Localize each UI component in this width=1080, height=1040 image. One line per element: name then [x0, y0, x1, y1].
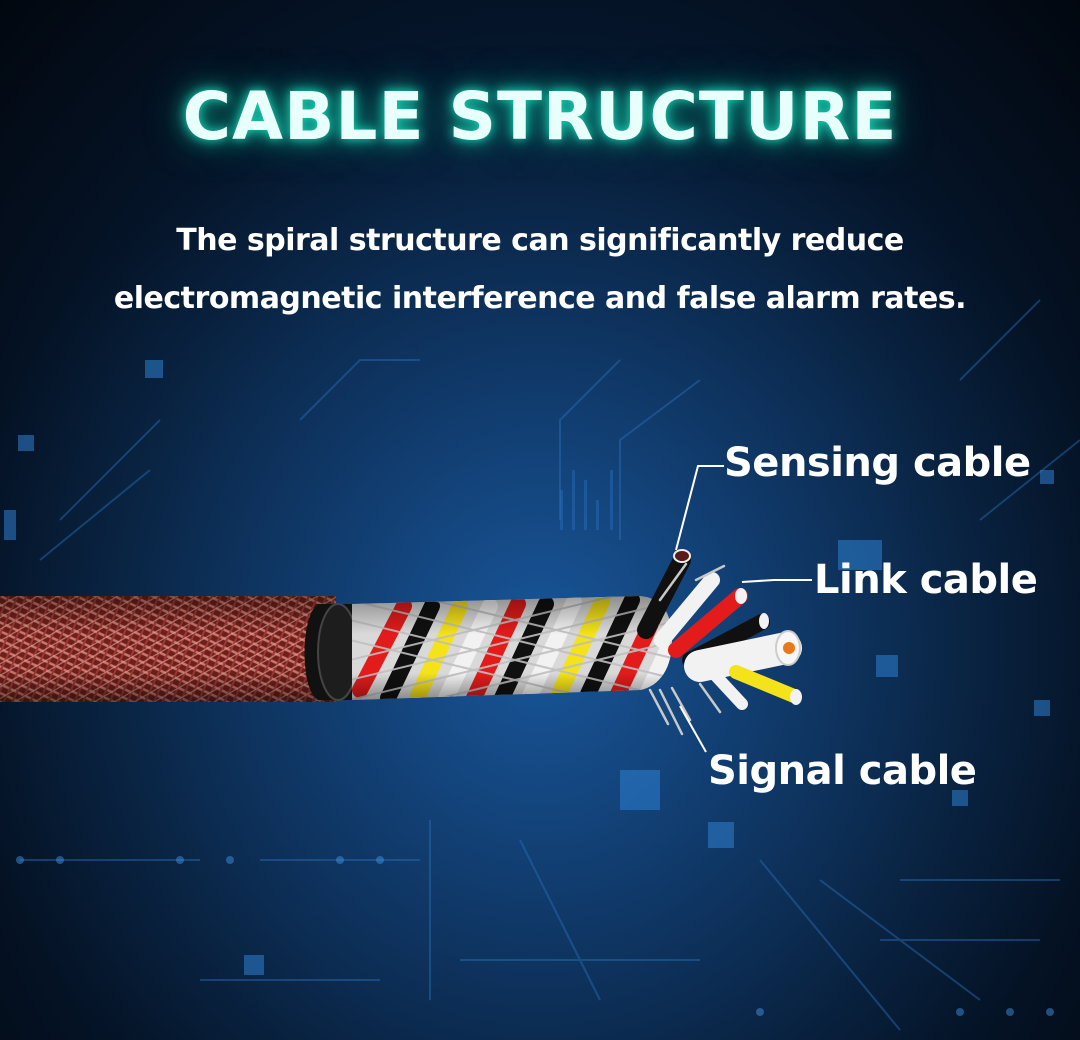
page-title: CABLE STRUCTURE	[182, 78, 898, 155]
sensing-cable-label: Sensing cable	[724, 440, 1031, 486]
link-cable-label: Link cable	[814, 557, 1038, 603]
subtitle-line-1: The spiral structure can significantly r…	[176, 223, 904, 258]
page-subtitle: The spiral structure can significantly r…	[0, 212, 1080, 328]
link-cable-leader	[741, 579, 812, 583]
sensing-cable-leader	[675, 465, 724, 551]
inner-jacket	[304, 603, 362, 701]
leader-lines	[675, 465, 812, 753]
signal-cable-leader	[679, 705, 707, 753]
twisted-wires	[352, 596, 672, 700]
wire-ends	[637, 549, 802, 736]
signal-cable-label: Signal cable	[708, 748, 977, 794]
outer-sheath	[0, 596, 336, 702]
subtitle-line-2: electromagnetic interference and false a…	[113, 281, 967, 316]
